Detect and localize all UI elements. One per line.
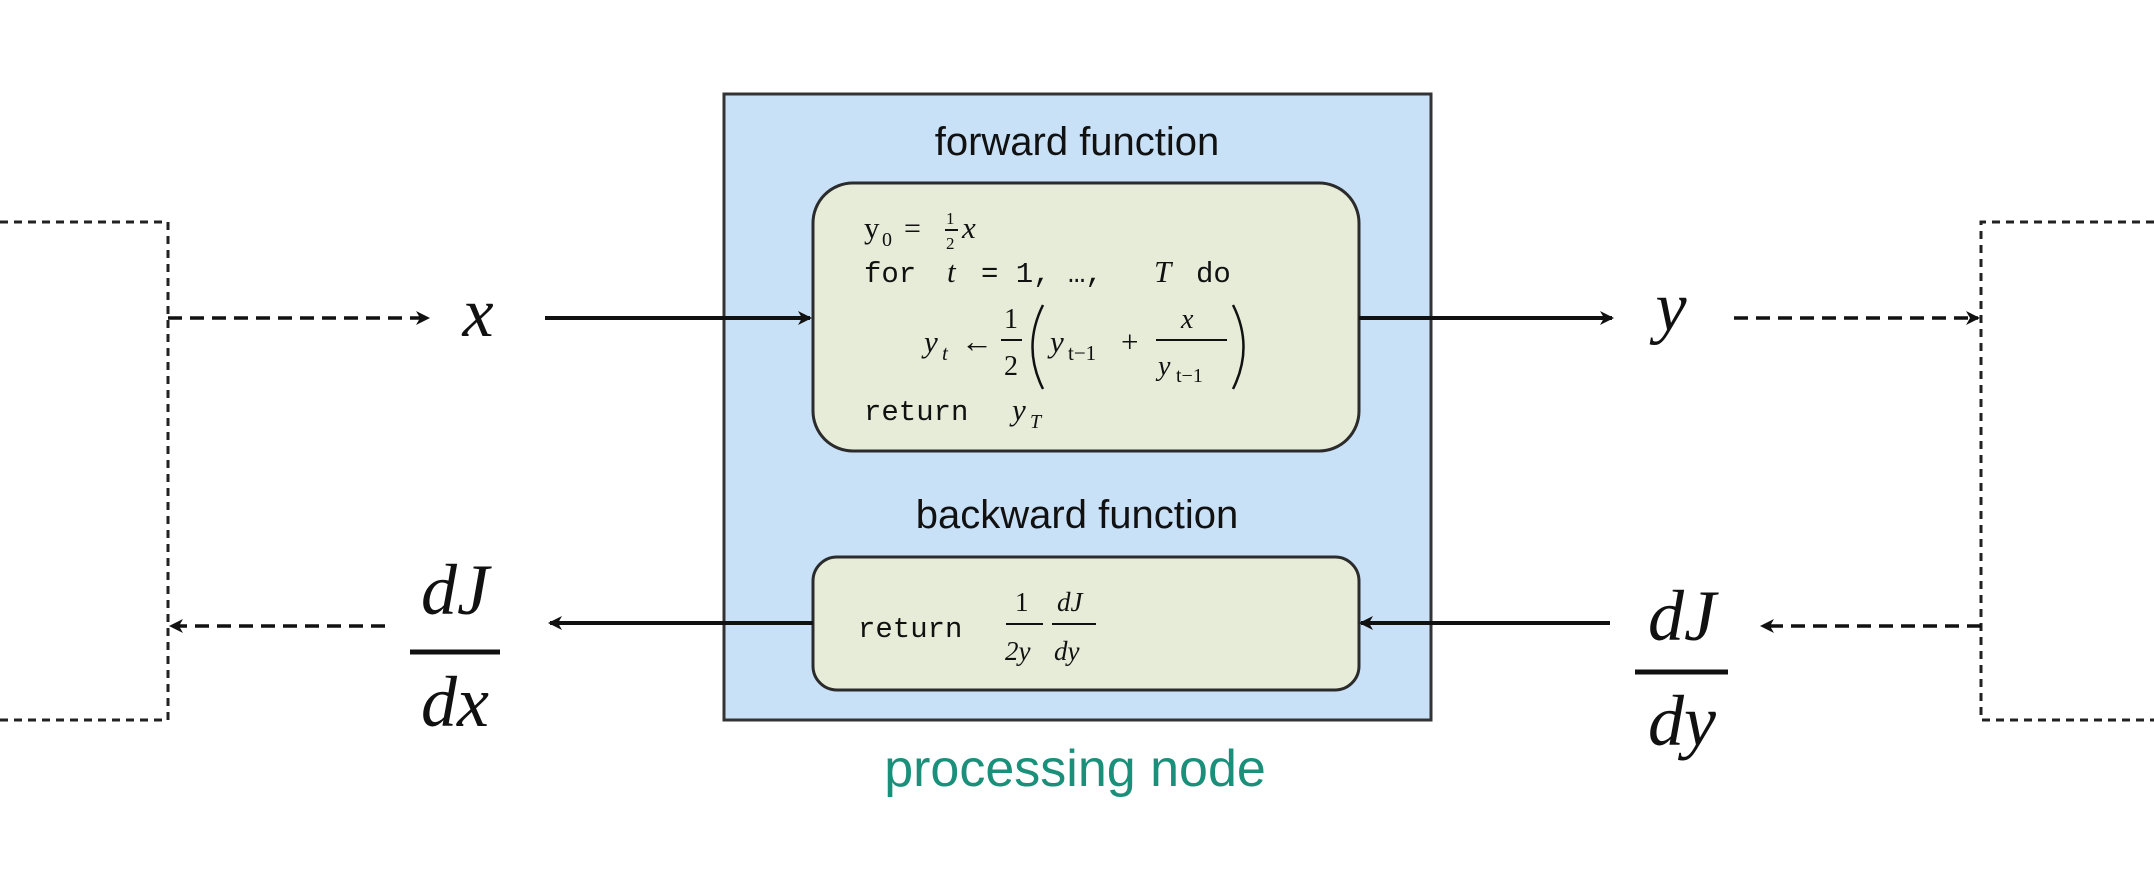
svg-text:y: y [1009,392,1026,427]
svg-text:dy: dy [1054,636,1080,666]
svg-text:y: y [1155,351,1171,382]
svg-text:←: ← [961,323,993,359]
backward-function-title: backward function [916,493,1238,537]
svg-text:y: y [1047,324,1064,359]
svg-text:2: 2 [946,234,955,253]
label-dJ-dy: dJ dy [1635,576,1728,761]
svg-text:y: y [921,324,938,359]
svg-text:2: 2 [1004,351,1018,382]
svg-text:0: 0 [882,229,892,251]
svg-text:=: = [904,212,921,245]
forward-line-1: y 0 = 1 2 x [864,209,976,253]
svg-text:+: + [1121,324,1138,359]
svg-text:t−1: t−1 [1176,365,1203,387]
label-y: y [1649,269,1687,346]
svg-text:dJ: dJ [1057,587,1085,617]
svg-text:for: for [864,258,916,291]
processing-node-caption: processing node [884,740,1266,798]
forward-line-4: return y T [864,392,1043,433]
label-dJ-dx: dJ dx [410,550,500,742]
left-neighbor-node [0,220,170,722]
svg-text:= 1, …,: = 1, …, [981,258,1103,291]
backward-line: return 1 2y dJ dy [858,587,1096,666]
svg-text:return: return [858,613,962,646]
forward-function-title: forward function [935,120,1220,164]
svg-text:t−1: t−1 [1068,341,1096,365]
label-x: x [461,275,493,352]
svg-text:T: T [1154,254,1174,289]
svg-text:dJ: dJ [421,550,492,630]
svg-text:x: x [961,210,976,245]
svg-text:dx: dx [421,662,489,742]
right-neighbor-node [1979,220,2154,722]
svg-text:y: y [864,210,880,245]
forward-line-3: y t ← 1 2 y t−1 + x y t−1 [921,304,1245,390]
svg-text:2y: 2y [1005,636,1031,666]
svg-text:do: do [1196,258,1231,291]
svg-text:1: 1 [1015,587,1029,617]
forward-line-2: for t = 1, …, T do [864,254,1231,291]
svg-text:dJ: dJ [1648,576,1719,656]
svg-text:dy: dy [1648,681,1716,761]
svg-text:1: 1 [946,209,955,228]
svg-text:1: 1 [1004,304,1018,335]
svg-text:return: return [864,396,968,429]
svg-text:t: t [942,341,949,365]
svg-text:x: x [1180,304,1194,335]
svg-text:T: T [1030,411,1043,433]
svg-text:t: t [947,254,957,289]
